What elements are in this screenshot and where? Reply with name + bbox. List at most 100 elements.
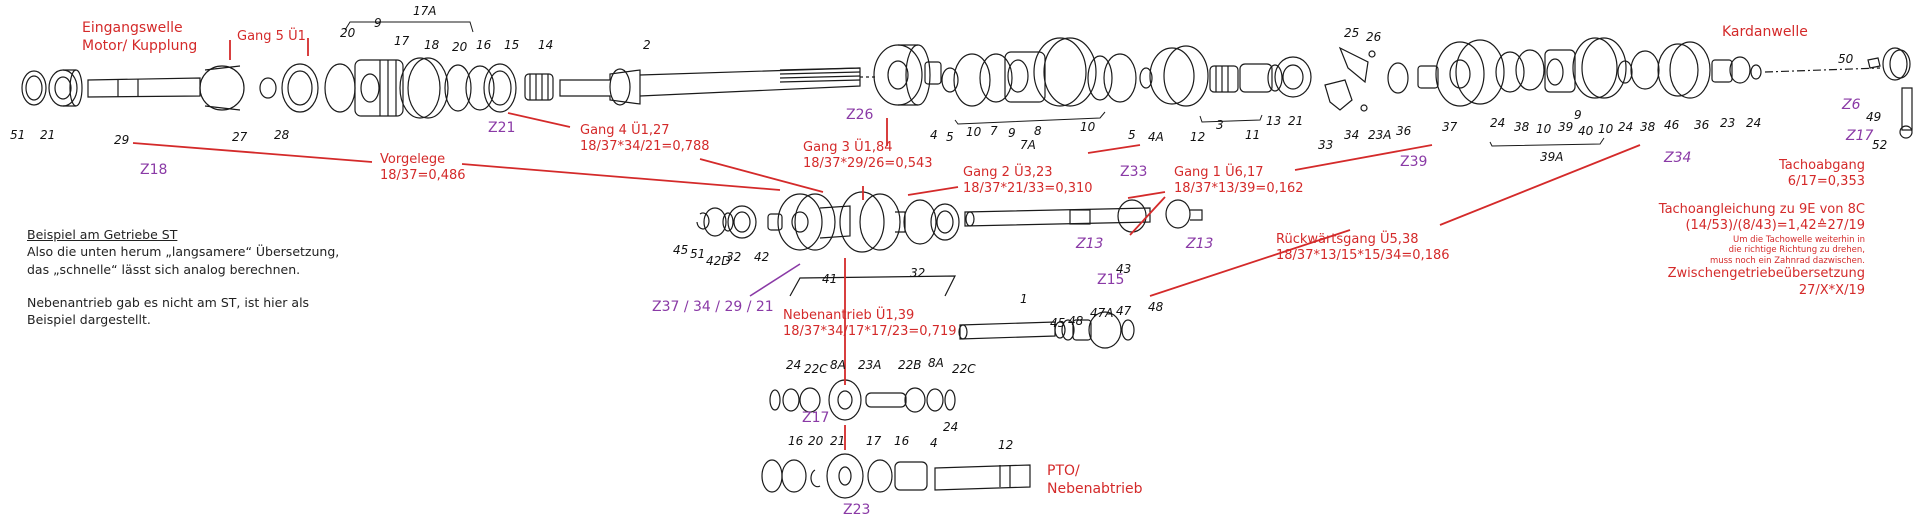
explanation-line2: das „schnelle“ lässt sich analog berechn… [27, 261, 301, 277]
gang1-formula: 18/37*13/39=0,162 [1174, 181, 1304, 197]
part-number-top: 49 [1866, 110, 1882, 124]
part-number-top: 46 [1664, 118, 1680, 132]
part-number-top: 10 [1598, 122, 1614, 136]
part-number-top: 21 [1288, 114, 1304, 128]
tooth-count-z33: Z33 [1120, 164, 1148, 180]
part-number-top: 39A [1540, 150, 1564, 164]
part-number-counter: 42 [754, 250, 770, 264]
tacho-note-line2: die richtige Richtung zu drehen, [1728, 245, 1865, 256]
part-number-top: 3 [1216, 118, 1224, 132]
part-number-pto-upper: 22C [804, 362, 828, 376]
counter-gear-pointer [749, 263, 801, 297]
pto-label-line1: PTO/ [1047, 463, 1080, 479]
part-number-top: 12 [1190, 130, 1206, 144]
nebenantrieb-title: Nebenantrieb Ü1,39 [783, 308, 915, 323]
tooth-count-z39: Z39 [1400, 154, 1428, 170]
tooth-count-z6: Z6 [1842, 97, 1861, 113]
part-number-top: 9 [1574, 108, 1582, 122]
input-shaft-label-line2: Motor/ Kupplung [82, 37, 198, 54]
part-number-top: 18 [424, 38, 440, 52]
part-number-top: 38 [1640, 120, 1656, 134]
part-number-top: 7A [1020, 138, 1036, 152]
gang4-title: Gang 4 Ü1,27 [580, 123, 670, 138]
reverse-formula: 18/37*13/15*15/34=0,186 [1276, 248, 1450, 264]
part-number-top: 25 [1344, 26, 1360, 40]
part-number-pto-upper: 22C [952, 362, 976, 376]
group-brackets [344, 21, 1605, 147]
gang2-title: Gang 2 Ü3,23 [963, 165, 1053, 180]
part-number-pto-lower: 21 [830, 434, 846, 448]
part-number-top: 15 [504, 38, 520, 52]
gang4-formula: 18/37*34/21=0,788 [580, 139, 710, 155]
part-number-top: 40 [1578, 124, 1594, 138]
part-number-reverse: 47 [1116, 304, 1132, 318]
part-number-reverse: 45 [1050, 316, 1066, 330]
reverse-idler-drawing [958, 199, 1203, 349]
explanation-block: Beispiel am Getriebe ST Also die unten h… [27, 226, 339, 328]
part-number-top: 21 [40, 128, 56, 142]
part-number-top: 34 [1344, 128, 1360, 142]
tooth-count-z18: Z18 [140, 162, 168, 178]
part-number-top: 39 [1558, 120, 1574, 134]
explanation-note-line1: Nebenantrieb gab es nicht am ST, ist hie… [27, 294, 310, 310]
part-number-top: 10 [1536, 122, 1552, 136]
tooth-count-z21: Z21 [488, 120, 516, 136]
part-number-pto-upper: 8A [830, 358, 846, 372]
gang2-formula: 18/37*21/33=0,310 [963, 181, 1093, 197]
pto-label: PTO/ Nebenabtrieb [1047, 463, 1143, 498]
pto-drawing [761, 275, 1031, 499]
part-number-counter: 43 [1116, 262, 1132, 276]
part-number-top: 9 [1008, 126, 1016, 140]
gang3-formula: 18/37*29/26=0,543 [803, 156, 933, 172]
input-shaft-label: Eingangswelle Motor/ Kupplung [82, 20, 197, 55]
part-number-top: 37 [1442, 120, 1458, 134]
part-number-top: 5 [946, 130, 954, 144]
part-number-pto-lower: 16 [894, 434, 910, 448]
part-number-pto-upper: 23A [858, 358, 882, 372]
tooth-count-counter-gears: Z37 / 34 / 29 / 21 [652, 299, 774, 315]
output-shaft-label: Kardanwelle [1722, 24, 1808, 40]
reverse-annotation: Rückwärtsgang Ü5,38 18/37*13/15*15/34=0,… [1276, 232, 1450, 265]
tacho-formula: 6/17=0,353 [1787, 174, 1865, 190]
tacho-title: Tachoabgang [1778, 158, 1865, 173]
reverse-title: Rückwärtsgang Ü5,38 [1276, 232, 1419, 247]
tooth-count-z13-b: Z13 [1186, 236, 1214, 252]
part-number-top: 36 [1694, 118, 1710, 132]
explanation-title: Beispiel am Getriebe ST [27, 227, 178, 242]
part-number-pto-upper: 22B [898, 358, 922, 372]
part-number-top: 23A [1368, 128, 1392, 142]
part-number-pto-lower: 12 [998, 438, 1014, 452]
explanation-line1: Also die unten herum „langsamere“ Überse… [27, 244, 340, 260]
part-number-top: 33 [1318, 138, 1334, 152]
part-number-top: 2 [643, 38, 651, 52]
part-number-reverse: 1 [1020, 292, 1028, 306]
tooth-count-z13-a: Z13 [1076, 236, 1104, 252]
counter-shaft-drawing [696, 191, 960, 253]
part-number-top: 29 [114, 133, 130, 147]
part-number-top: 17 [394, 34, 410, 48]
part-number-reverse: 48 [1148, 300, 1164, 314]
part-number-pto-lower: 20 [808, 434, 824, 448]
part-number-top: 51 [10, 128, 26, 142]
annotation-leader-lines [132, 38, 1641, 450]
part-number-pto-lower: 17 [866, 434, 882, 448]
gang2-annotation: Gang 2 Ü3,23 18/37*21/33=0,310 [963, 165, 1093, 198]
gang1-title: Gang 1 Ü6,17 [1174, 165, 1264, 180]
part-number-reverse: 48 [1068, 314, 1084, 328]
part-number-counter: 41 [822, 272, 838, 286]
tacho-note-line1: Um die Tachowelle weiterhin in [1732, 234, 1865, 245]
tacho-annotation: Tachoabgang 6/17=0,353 [1779, 158, 1865, 191]
part-number-top: 36 [1396, 124, 1412, 138]
vorgelege-title: Vorgelege [380, 152, 446, 167]
intermediate-gear-formula: 27/X*X/19 [1798, 282, 1865, 298]
part-number-top: 24 [1490, 116, 1506, 130]
tooth-count-z15: Z15 [1097, 272, 1125, 288]
part-number-top: 24 [1746, 116, 1762, 130]
part-number-top: 38 [1514, 120, 1530, 134]
part-number-top: 11 [1245, 128, 1261, 142]
gang1-annotation: Gang 1 Ü6,17 18/37*13/39=0,162 [1174, 165, 1304, 198]
part-number-top: 17A [413, 4, 437, 18]
part-number-top: 8 [1034, 124, 1042, 138]
gang4-annotation: Gang 4 Ü1,27 18/37*34/21=0,788 [580, 123, 710, 156]
